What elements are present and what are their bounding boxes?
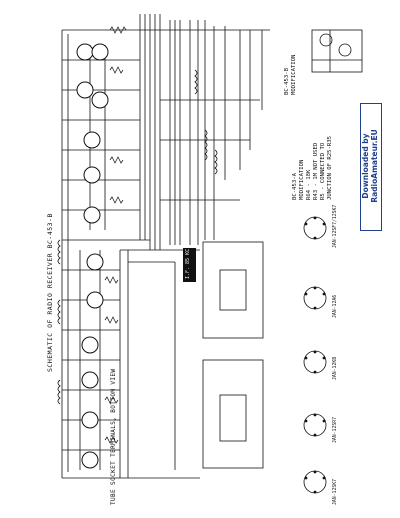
socket-label: JAN-12SR7: [333, 417, 338, 443]
watermark-line: RadioAmateur.EU: [369, 129, 379, 203]
socket-view-title: TUBE SOCKET TERMINALS, BOTTOM VIEW: [110, 368, 117, 505]
if-frequency-box: I.F. 85 KC: [183, 248, 196, 282]
modification-a-notes: BC-453-A MODIFICATION R64 - 18K R43 - 1M…: [292, 136, 334, 200]
modification-b-sub: MODIFICATION: [291, 54, 297, 95]
watermark-box: Downloaded by RadioAmateur.EU: [360, 103, 382, 231]
modification-b-heading: BC-453-B: [284, 68, 290, 95]
socket-pins: [304, 216, 326, 494]
modification-a-line: R5 - CONNECTED TO: [320, 142, 326, 200]
modification-a-line: JUNCTION OF R25-R35: [327, 136, 333, 200]
modification-a-sub: MODIFICATION: [299, 159, 305, 200]
watermark-text: Downloaded by RadioAmateur.EU: [361, 106, 379, 226]
modification-a-line: R43 - 1M NOT USED: [313, 142, 319, 200]
socket-label: JAN-12A6: [333, 294, 338, 318]
modification-b-notes: BC-453-B MODIFICATION: [284, 55, 298, 95]
schematic-wiring: [61, 14, 270, 479]
tube-symbols: [76, 43, 109, 469]
coil-symbols: [57, 69, 218, 405]
modification-a-heading: BC-453-A: [292, 173, 298, 200]
resistor-symbols: [104, 26, 127, 444]
socket-boxes: [202, 241, 264, 469]
schematic-title: SCHEMATIC OF RADIO RECEIVER BC-453-B: [46, 213, 54, 372]
socket-label: JAN-12SF7/12SK7: [333, 204, 338, 248]
socket-label: JAN-12SK7: [333, 479, 338, 505]
if-frequency-label: I.F. 85 KC: [185, 248, 191, 279]
tube-socket-diagrams: [303, 216, 327, 494]
modification-a-line: R64 - 18K: [306, 169, 312, 200]
socket-label: JAN-12K8: [333, 356, 338, 380]
modification-b-schematic: [311, 29, 363, 73]
